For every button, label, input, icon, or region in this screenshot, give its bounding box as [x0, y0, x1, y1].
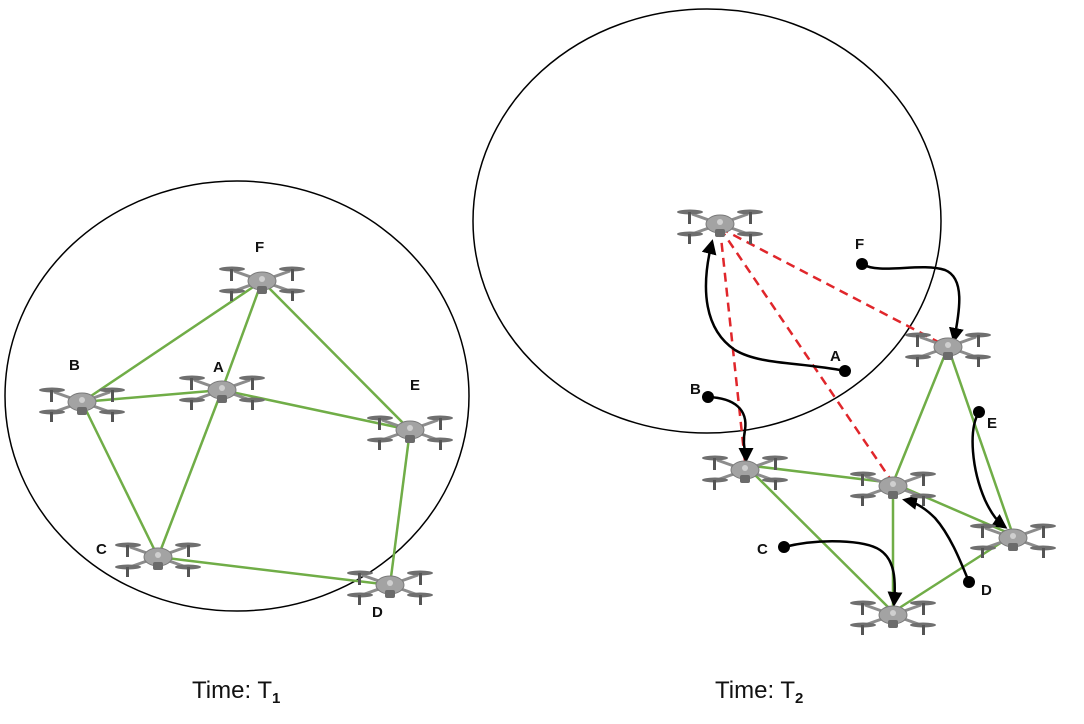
caption-prefix: Time: T: [715, 677, 795, 704]
link-a-c: [156, 389, 224, 558]
path-e: [971, 411, 1008, 529]
start-dot-icon: [778, 541, 790, 553]
path-c: [783, 540, 903, 607]
link-f-e: [946, 346, 1015, 536]
start-dots: [702, 258, 985, 588]
start-dot-icon: [856, 258, 868, 270]
link-a-b: [744, 463, 894, 485]
coverage-circle: [4, 180, 470, 612]
start-dot-icon: [702, 391, 714, 403]
coverage-circle: [472, 8, 942, 434]
start-dot-icon: [973, 406, 985, 418]
motion-label-c: C: [757, 541, 768, 558]
drone-icon: [217, 265, 307, 303]
link-a-b: [81, 388, 223, 404]
path-b: [707, 395, 754, 463]
broken-link-to-a: [718, 227, 895, 484]
drone-label-f: F: [255, 239, 264, 256]
drone-icon: [675, 208, 765, 246]
motion-paths: [701, 239, 1008, 607]
path-f: [861, 262, 964, 343]
drone-label-e: E: [410, 377, 420, 394]
drone-icon: [700, 454, 790, 492]
start-dot-icon: [963, 576, 975, 588]
link-c-d: [157, 555, 391, 587]
link-f-e: [261, 280, 411, 431]
drone-icon: [37, 386, 127, 424]
drone-label-b: B: [69, 357, 80, 374]
motion-label-b: B: [690, 381, 701, 398]
links-t1: [80, 279, 412, 587]
drone-label-c: C: [96, 541, 107, 558]
panel-t1: F B A E C D Time: T1: [4, 180, 470, 707]
drones-t2: [675, 208, 1058, 637]
link-a-e: [221, 388, 411, 432]
panel-t2: F A B E C D Time: T2: [472, 8, 1058, 707]
start-dot-icon: [839, 365, 851, 377]
motion-label-d: D: [981, 582, 992, 599]
drone-icon: [903, 331, 993, 369]
link-b-c: [80, 401, 160, 558]
link-a-e: [892, 481, 1014, 537]
link-b-f: [81, 279, 263, 404]
link-a-f: [220, 280, 264, 391]
labels-t1: F B A E C D: [69, 239, 420, 621]
broken-links: [718, 226, 949, 484]
drone-label-a: A: [213, 359, 224, 376]
link-f-a: [891, 346, 950, 484]
drone-icon: [365, 414, 455, 452]
link-b-c: [744, 464, 894, 613]
motion-label-a: A: [830, 348, 841, 365]
broken-link-to-f: [719, 226, 949, 349]
caption-subscript: 2: [795, 690, 803, 707]
drone-icon: [968, 522, 1058, 560]
drone-label-d: D: [372, 604, 383, 621]
drone-icon: [345, 569, 435, 607]
motion-label-e: E: [987, 415, 997, 432]
caption-subscript: 1: [272, 690, 280, 707]
motion-label-f: F: [855, 236, 864, 253]
link-e-d: [388, 429, 412, 586]
drone-icon: [848, 599, 938, 637]
path-a: [701, 239, 846, 373]
broken-link-to-b: [718, 227, 747, 463]
caption-prefix: Time: T: [192, 677, 272, 704]
time-caption-t2: Time: T2: [715, 677, 803, 707]
labels-t2: F A B E C D: [690, 236, 997, 599]
path-d: [902, 495, 971, 583]
time-caption-t1: Time: T1: [192, 677, 280, 707]
